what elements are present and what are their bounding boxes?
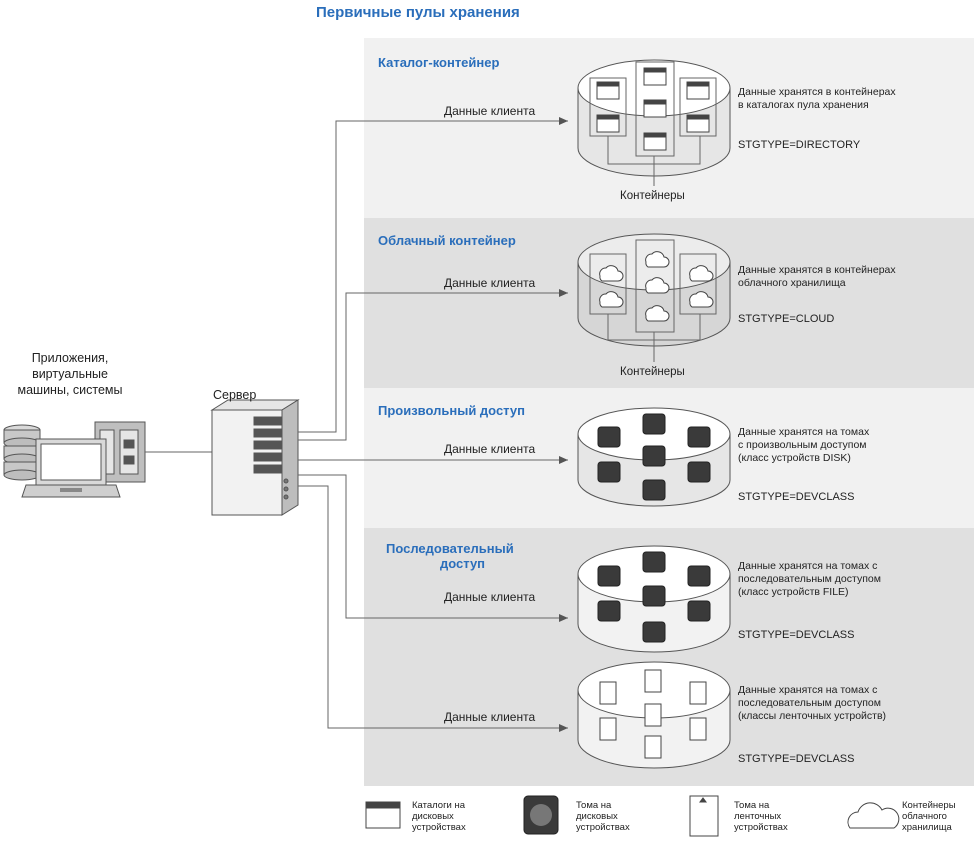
pool-description: Данные хранятся на томах с последователь… [738,560,968,599]
desc-line: Данные хранятся на томах с [738,684,878,696]
pool-description: Данные хранятся на томах с произвольным … [738,426,968,465]
stgtype-label: STGTYPE=DEVCLASS [738,629,855,641]
server-label: Сервер [213,388,257,402]
pool-description: Данные хранятся в контейнерах в каталога… [738,86,968,112]
apps-label-line: виртуальные [32,367,108,381]
legend-line: Каталоги на [412,800,466,811]
pool-title-line: Последовательный [386,541,514,556]
desc-line: Данные хранятся на томах [738,426,870,438]
client-data-label: Данные клиента [444,276,536,290]
desc-line: Данные хранятся в контейнерах [738,86,896,98]
pool-title-random: Произвольный доступ [378,403,525,418]
apps-label-line: Приложения, [31,351,109,365]
pool-title-sequential: Последовательный доступ [378,541,578,571]
desc-line: (классы ленточных устройств) [738,710,887,722]
legend-disk-volume-icon [523,795,559,835]
client-data-label: Данные клиента [444,442,536,456]
legend-line: Тома на [734,800,770,811]
legend-line: устройствах [734,822,788,833]
pool-title-line: доступ [440,556,486,571]
sequential-tape-disk [577,661,731,769]
laptop-icon [21,438,121,498]
server-icon [210,399,300,516]
pool-description: Данные хранятся на томах с последователь… [738,684,968,723]
legend-line: ленточных [734,811,782,822]
pool-description: Данные хранятся в контейнерах облачного … [738,264,968,290]
legend-line: устройствах [412,822,466,833]
stgtype-label: STGTYPE=DEVCLASS [738,753,855,765]
pool-title-directory: Каталог-контейнер [378,55,500,70]
desc-line: последовательным доступом [738,697,881,709]
desc-line: последовательным доступом [738,573,881,585]
client-data-label: Данные клиента [444,590,536,604]
desc-line: с произвольным доступом [738,439,867,451]
desc-line: (класс устройств FILE) [738,586,849,598]
desc-line: в каталогах пула хранения [738,99,869,111]
desc-line: Данные хранятся на томах с [738,560,878,572]
pool-title-cloud: Облачный контейнер [378,233,516,248]
sequential-file-disk [577,545,731,653]
cloud-container-disk [577,233,731,362]
legend-line: облачного [902,811,947,822]
client-data-label: Данные клиента [444,104,536,118]
desc-line: облачного хранилища [738,277,846,289]
desc-line: Данные хранятся в контейнерах [738,264,896,276]
apps-label-line: машины, системы [17,383,123,397]
legend-line: устройствах [576,822,630,833]
database-icon [3,424,41,481]
legend-tape-volume-text: Тома на ленточных устройствах [734,800,788,833]
legend-folder-text: Каталоги на дисковых устройствах [412,800,466,833]
desc-line: (класс устройств DISK) [738,452,851,464]
random-access-disk [577,407,731,507]
legend-cloud-icon [847,802,900,829]
legend-tape-volume-icon [689,795,719,837]
directory-container-disk [577,59,731,186]
containers-label: Контейнеры [620,366,685,378]
legend-line: хранилища [902,822,952,833]
apps-label: Приложения, виртуальные машины, системы [0,350,140,398]
stgtype-label: STGTYPE=CLOUD [738,313,835,325]
containers-label: Контейнеры [620,190,685,202]
legend-line: дисковых [412,811,454,822]
client-data-label: Данные клиента [444,710,536,724]
legend-folder-icon [365,801,401,829]
legend-line: Контейнеры [902,800,956,811]
stgtype-label: STGTYPE=DEVCLASS [738,491,855,503]
legend-line: Тома на [576,800,612,811]
diagram-title: Первичные пулы хранения [316,4,520,21]
legend-line: дисковых [576,811,618,822]
legend-disk-volume-text: Тома на дисковых устройствах [576,800,630,833]
legend-cloud-text: Контейнеры облачного хранилища [902,800,956,833]
stgtype-label: STGTYPE=DIRECTORY [738,139,861,151]
